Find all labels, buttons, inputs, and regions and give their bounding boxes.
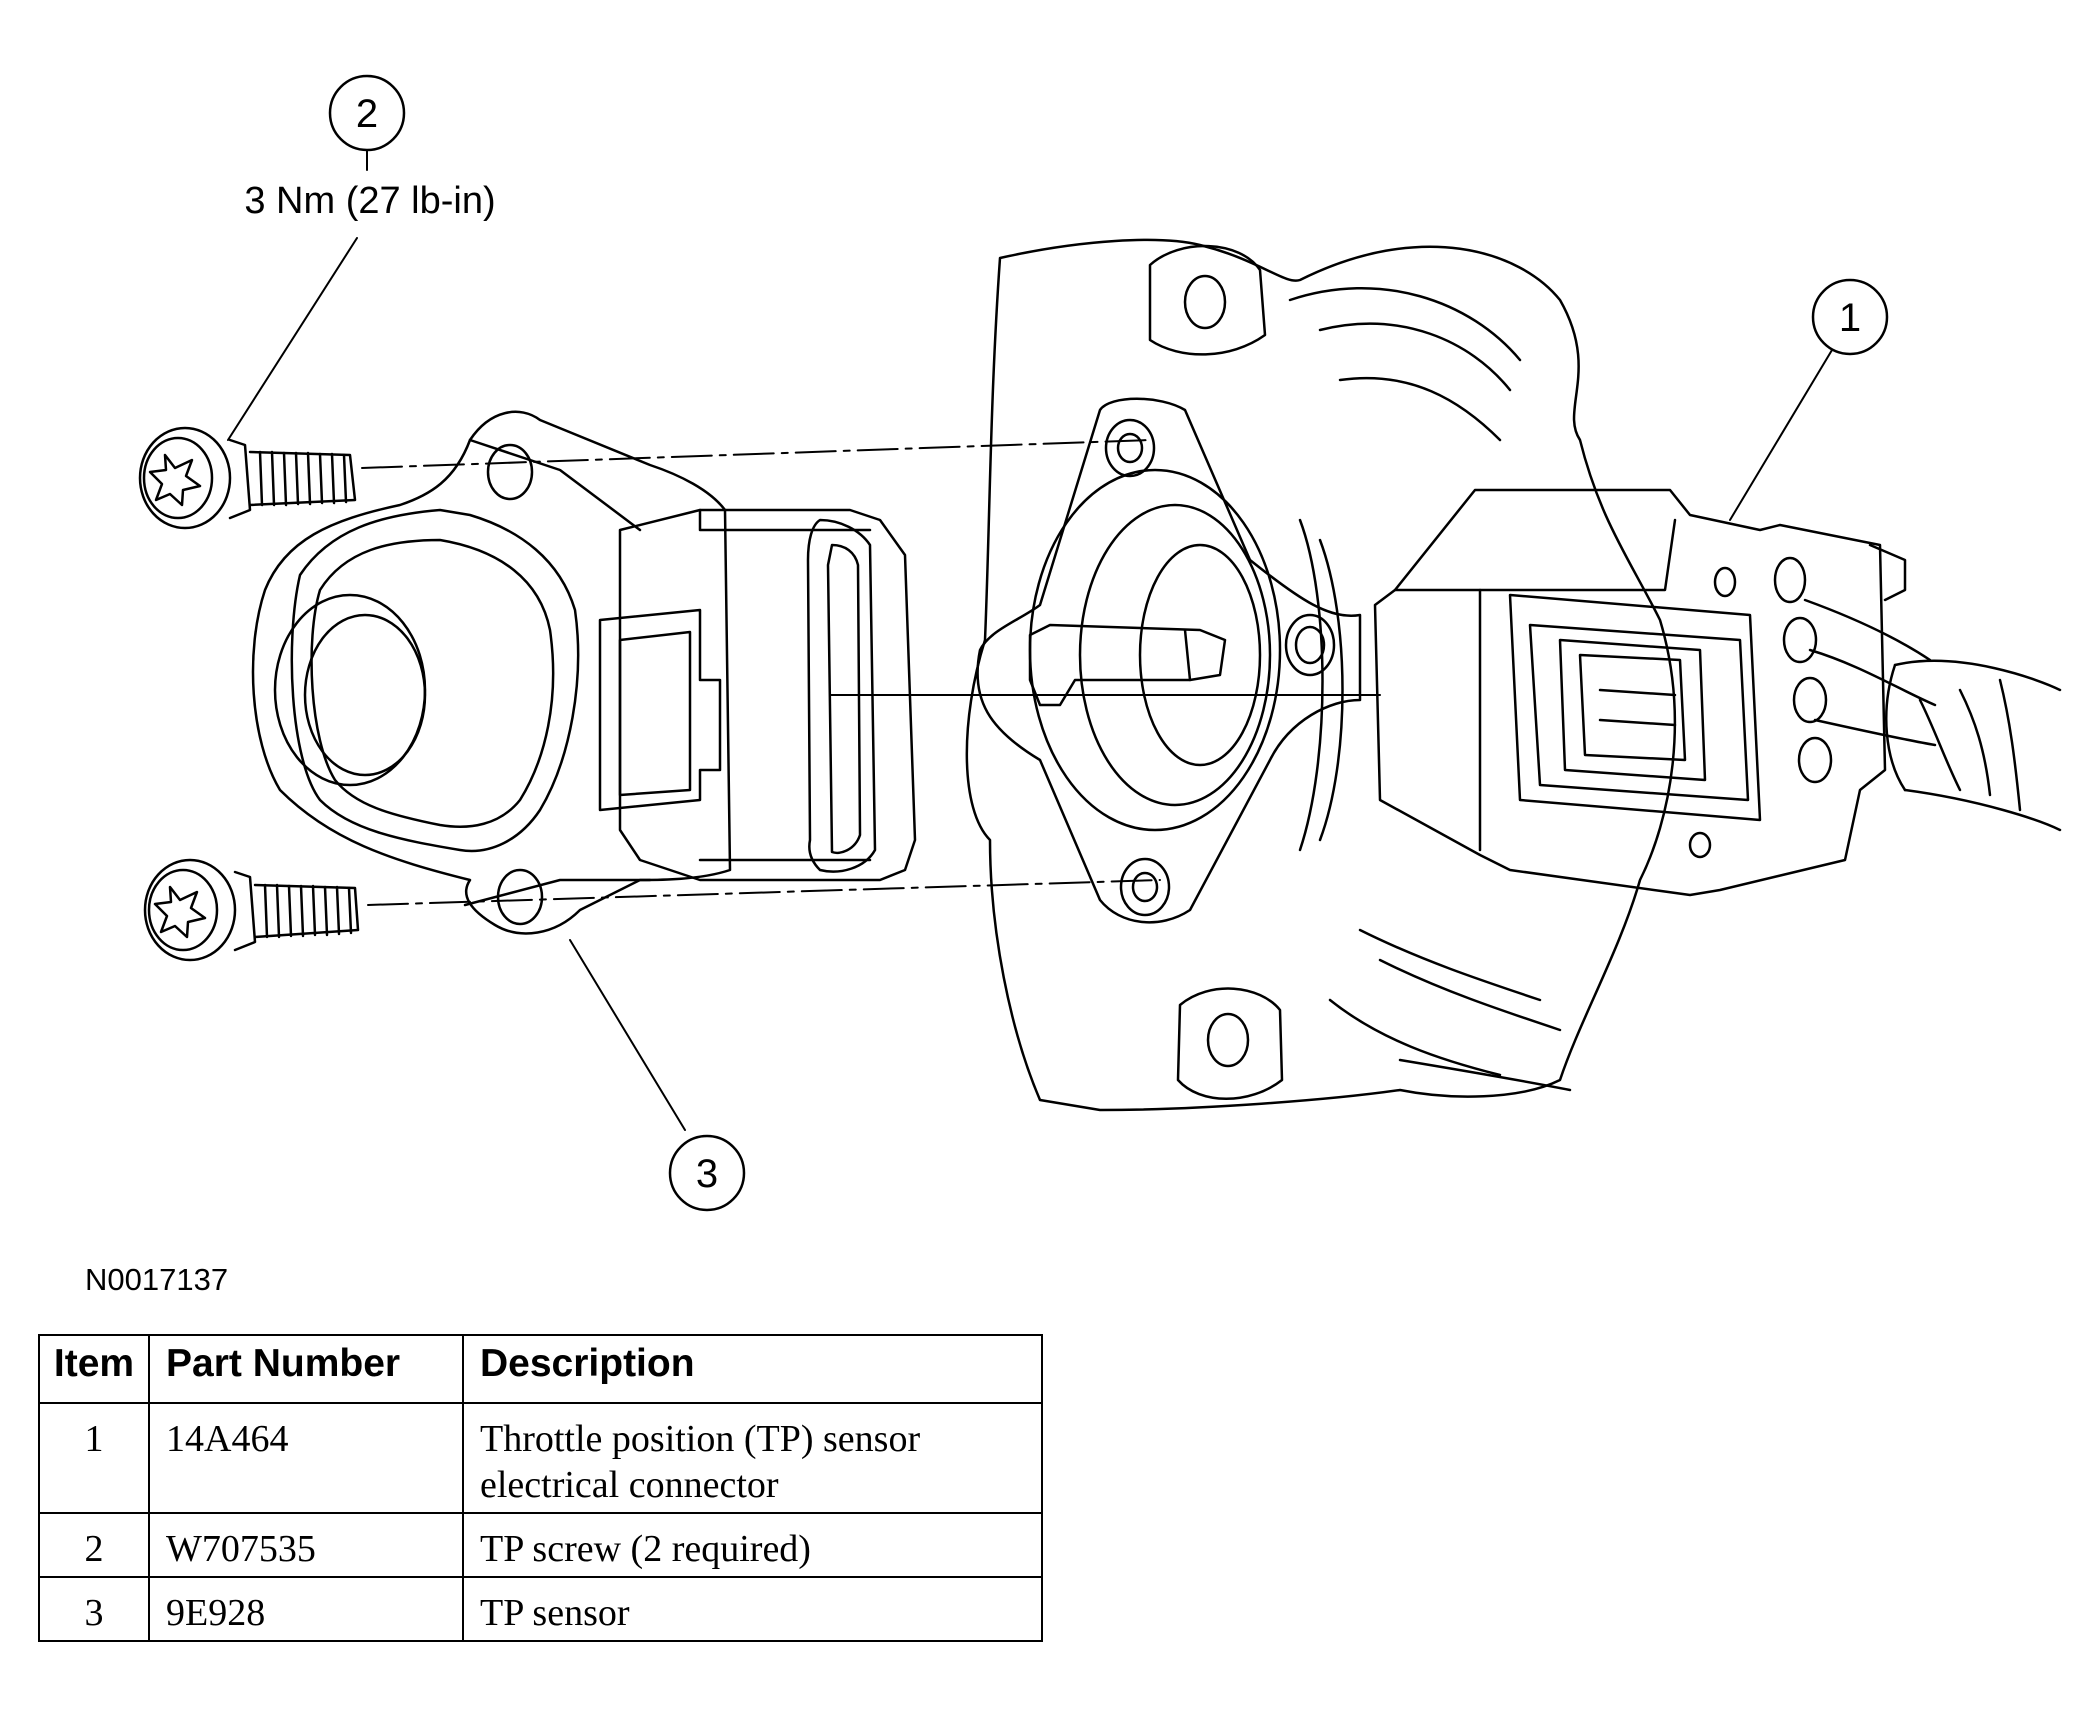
leader-lines: [227, 149, 1839, 1131]
header-item: Item: [38, 1334, 150, 1404]
callout-2-number: 2: [356, 92, 378, 136]
alignment-lines: [361, 439, 1161, 906]
cell-item: 2: [38, 1512, 150, 1578]
cell-description: Throttle position (TP) sensor electrical…: [462, 1402, 1043, 1514]
tp-screw-upper: [138, 426, 357, 530]
cell-description: TP sensor: [462, 1576, 1043, 1642]
callout-3: 3: [668, 1134, 746, 1212]
header-part-number: Part Number: [148, 1334, 464, 1404]
callout-1-number: 1: [1839, 296, 1861, 340]
callout-3-number: 3: [696, 1152, 718, 1196]
tp-sensor-electrical-connector: [1373, 488, 2062, 897]
cell-description: TP screw (2 required): [462, 1512, 1043, 1578]
table-header-row: Item Part Number Description: [38, 1334, 1043, 1404]
figure-id: N0017137: [85, 1262, 229, 1297]
callout-1: 1: [1811, 278, 1889, 356]
callout-2: 2: [328, 74, 406, 152]
cell-part-number: 9E928: [148, 1576, 464, 1642]
throttle-body: [965, 238, 1677, 1112]
table-row: 1 14A464 Throttle position (TP) sensor e…: [38, 1402, 1043, 1514]
cell-part-number: 14A464: [148, 1402, 464, 1514]
torque-spec: 3 Nm (27 lb-in): [244, 180, 495, 222]
header-description: Description: [462, 1334, 1043, 1404]
table-row: 2 W707535 TP screw (2 required): [38, 1512, 1043, 1578]
table-row: 3 9E928 TP sensor: [38, 1576, 1043, 1642]
tp-screw-lower: [143, 858, 360, 962]
tp-sensor: [251, 410, 917, 935]
cell-item: 1: [38, 1402, 150, 1514]
cell-item: 3: [38, 1576, 150, 1642]
parts-table: Item Part Number Description 1 14A464 Th…: [38, 1334, 1043, 1642]
cell-part-number: W707535: [148, 1512, 464, 1578]
